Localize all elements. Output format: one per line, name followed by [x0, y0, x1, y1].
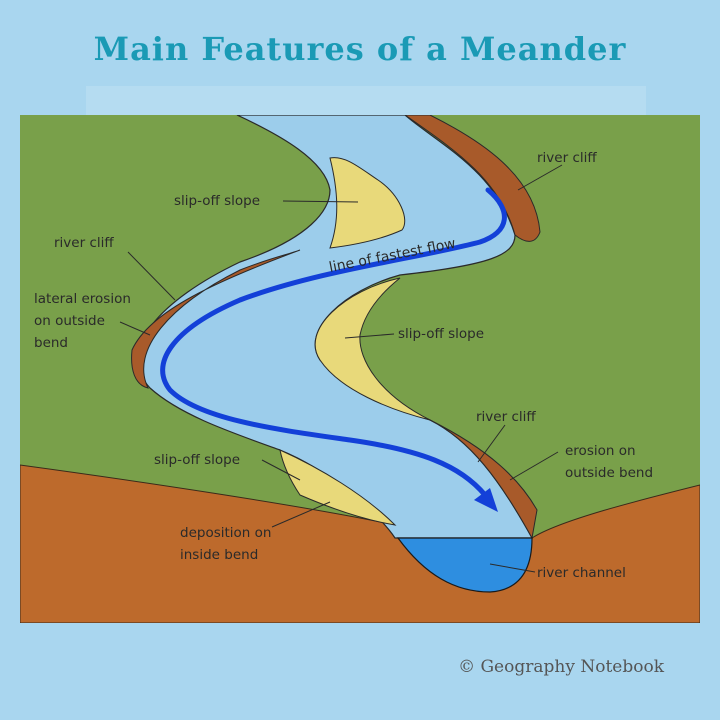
leader-river-channel: [489, 563, 536, 573]
label-deposition-2: inside bend: [180, 547, 258, 563]
leader-lateral-erosion: [119, 321, 151, 336]
leader-deposition: [271, 501, 331, 528]
page-title: Main Features of a Meander: [93, 30, 627, 68]
label-erosion-outside-2: outside bend: [565, 465, 653, 481]
label-slip-off-bottom: slip-off slope: [154, 452, 240, 468]
leader-river-cliff-left: [127, 251, 176, 301]
leader-slip-off-top: [282, 200, 359, 203]
river-cliff-left: [131, 249, 301, 389]
label-river-channel: river channel: [537, 565, 626, 581]
river-channel: [396, 537, 533, 593]
label-deposition-1: deposition on: [180, 525, 271, 541]
fastest-flow-arrow: [160, 187, 507, 498]
panel-frame: [86, 86, 646, 116]
label-lateral-erosion-1: lateral erosion: [34, 291, 131, 307]
label-erosion-outside-1: erosion on: [565, 443, 636, 459]
river-cliff-top: [404, 115, 541, 242]
label-lateral-erosion-2: on outside: [34, 313, 105, 329]
label-slip-off-top: slip-off slope: [174, 193, 260, 209]
label-river-cliff-top: river cliff: [537, 150, 597, 166]
label-river-cliff-right: river cliff: [476, 409, 536, 425]
slip-off-slope-bottom: [279, 449, 397, 526]
copyright-notice: © Geography Notebook: [458, 657, 664, 677]
slip-off-slope-top: [329, 157, 406, 249]
leader-river-cliff-top: [517, 164, 563, 191]
leader-slip-off-middle: [344, 333, 395, 339]
leader-river-cliff-right: [477, 424, 506, 463]
leader-slip-off-bottom: [261, 459, 301, 481]
label-slip-off-middle: slip-off slope: [398, 326, 484, 342]
fastest-flow-arrowhead: [474, 488, 498, 512]
label-lateral-erosion-3: bend: [34, 335, 68, 351]
label-river-cliff-left: river cliff: [54, 235, 114, 251]
leader-erosion-outside: [509, 451, 559, 481]
slip-off-slope-middle: [314, 277, 431, 421]
